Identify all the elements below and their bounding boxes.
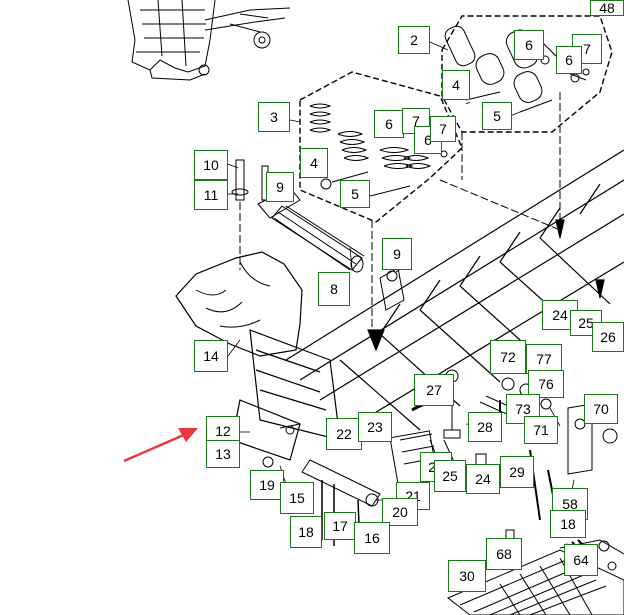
callout-68: 68 (486, 538, 522, 570)
machine-body (127, 0, 291, 81)
callout-5: 5 (340, 180, 370, 208)
callout-14: 14 (194, 340, 228, 372)
callout-30: 30 (448, 560, 486, 592)
callout-5: 5 (482, 102, 512, 130)
callout-71: 71 (524, 416, 558, 444)
callout-16: 16 (354, 522, 390, 554)
callout-48: 48 (590, 0, 624, 16)
callout-4: 4 (442, 70, 470, 100)
callout-25: 25 (570, 310, 602, 336)
callout-6: 6 (514, 30, 544, 60)
callout-8: 8 (318, 272, 350, 306)
callout-11: 11 (194, 180, 228, 210)
callout-13: 13 (206, 440, 240, 468)
bearing-bracket-9 (379, 267, 405, 311)
pointer-arrow (123, 428, 198, 463)
callout-73: 73 (506, 394, 540, 424)
callout-29: 29 (500, 456, 534, 488)
callout-72: 72 (490, 340, 526, 374)
callout-24: 24 (466, 464, 500, 494)
callout-20: 20 (382, 498, 418, 526)
roller-set-top (444, 25, 590, 113)
callout-2: 2 (398, 26, 430, 54)
callout-27: 27 (414, 374, 454, 406)
callout-18: 18 (290, 516, 322, 548)
callout-17: 17 (324, 512, 356, 540)
callout-7: 7 (430, 116, 456, 142)
bolt-washer-left (231, 159, 269, 270)
callout-76: 76 (528, 370, 564, 398)
callout-6: 6 (374, 110, 404, 138)
assembly-outline-3 (299, 71, 463, 223)
callout-22: 22 (326, 418, 362, 450)
callout-23: 23 (358, 412, 392, 442)
callout-15: 15 (280, 482, 314, 514)
callout-19: 19 (250, 470, 284, 500)
callout-26: 26 (592, 322, 624, 352)
callout-9: 9 (382, 238, 412, 270)
callout-9: 9 (266, 172, 294, 202)
callout-28: 28 (468, 412, 502, 442)
callout-18: 18 (550, 510, 586, 538)
callout-70: 70 (584, 394, 618, 424)
callout-4: 4 (300, 148, 328, 178)
callout-10: 10 (194, 150, 228, 180)
callout-6: 6 (556, 46, 582, 74)
callout-3: 3 (258, 102, 290, 132)
callout-64: 64 (564, 544, 598, 576)
callout-25: 25 (434, 460, 466, 492)
assembly-outline-2 (441, 15, 613, 133)
